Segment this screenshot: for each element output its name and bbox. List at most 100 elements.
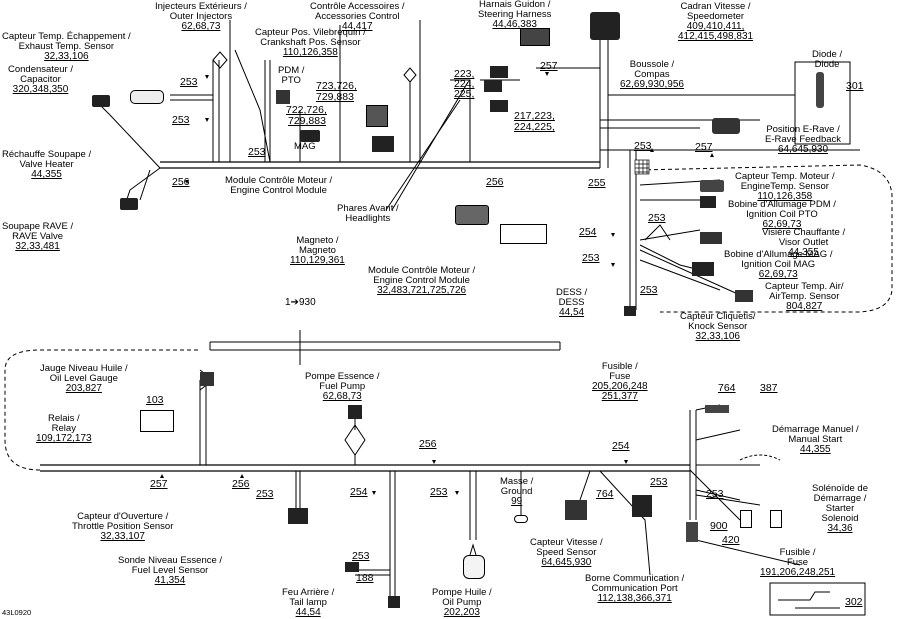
label-crankshaft-sensor: Capteur Pos. Vilebrequin / Crankshaft Po…: [255, 27, 366, 58]
connector-icon: [735, 290, 753, 302]
oil-pump-icon: [463, 555, 485, 579]
connector-icon: [120, 198, 138, 210]
label-speedometer: Cadran Vitesse / Speedometer 409,410,411…: [678, 1, 754, 42]
ref-number: 254: [612, 440, 630, 452]
connector-icon: [366, 105, 388, 127]
connector-icon: [490, 100, 508, 112]
ref-number: 256: [172, 176, 190, 188]
ref-number: 253: [180, 76, 198, 88]
label-accessories-control: Contrôle Accessoires / Accessories Contr…: [310, 1, 405, 32]
ref-number: 223,: [454, 68, 475, 80]
label-fuse-1: Fusible / Fuse 205,206,248 251,377: [592, 361, 648, 402]
label-engine-temp-sensor: Capteur Temp. Moteur / EngineTemp. Senso…: [735, 171, 835, 202]
diode-icon: [816, 72, 824, 108]
label-outer-injectors: Injecteurs Extérieurs / Outer Injectors …: [155, 1, 247, 32]
label-diode: Diode / Diode: [812, 49, 843, 70]
ref-number: 301: [846, 80, 864, 92]
ref-number: 254: [579, 226, 597, 238]
speedometer-connector-icon: [590, 12, 620, 40]
label-ignition-coil-pto: Bobine d'Allumage PDM / Ignition Coil PT…: [728, 199, 836, 230]
ref-number: 257: [150, 478, 168, 490]
label-knock-sensor: Capteur Cliquetis/ Knock Sensor 32,33,10…: [680, 311, 756, 342]
ref-number: 253: [172, 114, 190, 126]
label-oil-pump: Pompe Huile / Oil Pump 202,203: [432, 587, 492, 618]
connector-icon: [484, 80, 502, 92]
label-fuse-2: Fusible / Fuse 191,206,248,251: [760, 547, 836, 578]
oil-gauge-connector-icon: [200, 372, 214, 386]
connector-icon: [92, 95, 110, 107]
connector-icon: [520, 28, 550, 46]
connector-icon: [565, 500, 587, 520]
connector-icon: [490, 66, 508, 78]
ref-number: 253: [648, 212, 666, 224]
ref-number: 253: [352, 550, 370, 562]
ref-number: 302: [845, 596, 863, 608]
ref-number: 103: [146, 394, 164, 406]
ref-number: 900: [710, 520, 728, 532]
connector-icon: [372, 136, 394, 152]
label-dess: DESS / DESS 44,54: [556, 287, 588, 318]
label-air-temp-sensor: Capteur Temp. Air/ AirTemp. Sensor 804,8…: [765, 281, 844, 312]
ref-number: 256: [486, 176, 504, 188]
ref-number: 224,225,: [514, 121, 555, 133]
fuse-icon: [686, 522, 698, 542]
solenoid-icon: [740, 510, 752, 528]
connector-icon: [345, 562, 359, 572]
label-throttle-position-sensor: Capteur d'Ouverture / Throttle Position …: [72, 511, 174, 542]
label-pdm-pto: PDM / PTO: [278, 65, 305, 86]
capacitor-icon: [130, 90, 164, 104]
label-tail-lamp: Feu Arrière / Tail lamp 44,54: [282, 587, 335, 618]
label-capacitor: Condensateur / Capacitor 320,348,350: [8, 64, 73, 95]
label-fuel-level-sensor: Sonde Niveau Essence / Fuel Level Sensor…: [118, 555, 223, 586]
ecm-connector-icon: [500, 224, 547, 244]
label-valve-heater: Réchauffe Soupape / Valve Heater 44,355: [2, 149, 92, 180]
label-compass: Boussole / Compas 62,69,930,956: [620, 59, 684, 90]
label-engine-control-module-2: Module Contrôle Moteur / Engine Control …: [368, 265, 476, 296]
ref-number: 253: [640, 284, 658, 296]
ref-number: 253: [248, 146, 266, 158]
connector-icon: [700, 196, 716, 208]
label-magneto: Magneto / Magneto 110,129,361: [290, 235, 345, 266]
connector-icon: [348, 405, 362, 419]
ground-icon: [514, 515, 528, 523]
connector-icon: [288, 508, 308, 524]
label-ignition-coil-mag: Bobine d'Allumage MAG / Ignition Coil MA…: [724, 249, 833, 280]
label-exhaust-temp-sensor: Capteur Temp. Échappement / Exhaust Temp…: [2, 31, 131, 62]
connector-icon: [700, 232, 722, 244]
label-mag: MAG: [294, 141, 316, 152]
ref-number: 225,: [454, 88, 475, 100]
label-manual-start: Démarrage Manuel / Manual Start 44,355: [772, 424, 859, 455]
label-relay: Relais / Relay 109,172,173: [36, 413, 92, 444]
ref-number: 253: [256, 488, 274, 500]
label-ground: Masse / Ground 99: [500, 476, 534, 507]
label-rave-valve: Soupape RAVE / RAVE Valve 32,33,481: [2, 221, 74, 252]
ref-number: 257: [540, 60, 558, 72]
ref-number: 253: [650, 476, 668, 488]
label-engine-control-module-1: Module Contrôle Moteur / Engine Control …: [225, 175, 333, 196]
ref-number: 722,726,: [286, 104, 327, 116]
ref-number: 253: [582, 252, 600, 264]
label-oil-level-gauge: Jauge Niveau Huile / Oil Level Gauge 203…: [40, 363, 128, 394]
figure-code: 43L0920: [2, 608, 32, 617]
label-headlights: Phares Avant / Headlights: [337, 203, 399, 224]
ref-number: 224,: [454, 78, 475, 90]
connector-icon: [700, 180, 724, 192]
label-steering-harness: Harnais Guidon / Steering Harness 44,46,…: [478, 0, 552, 30]
ref-number: 253: [634, 140, 652, 152]
ref-number: 764: [718, 382, 736, 394]
connector-icon: [692, 262, 714, 276]
label-fuel-pump: Pompe Essence / Fuel Pump 62,68,73: [305, 371, 380, 402]
ref-number: 387: [760, 382, 778, 394]
ref-number: 253: [430, 486, 448, 498]
label-visor-outlet: Visière Chauffante / Visor Outlet 44,355: [762, 227, 846, 258]
ref-number: 256: [232, 478, 250, 490]
label-communication-port: Borne Communication / Communication Port…: [585, 573, 685, 604]
label-erave-feedback: Position E-Rave / E-Rave Feedback 64,645…: [765, 124, 842, 155]
ref-number: 729,883: [316, 91, 354, 103]
label-continuation: 1➔930: [285, 297, 316, 308]
ref-number: 723,726,: [316, 80, 357, 92]
tail-lamp-icon: [388, 596, 400, 608]
ref-number: 764: [596, 488, 614, 500]
ref-number: 256: [419, 438, 437, 450]
